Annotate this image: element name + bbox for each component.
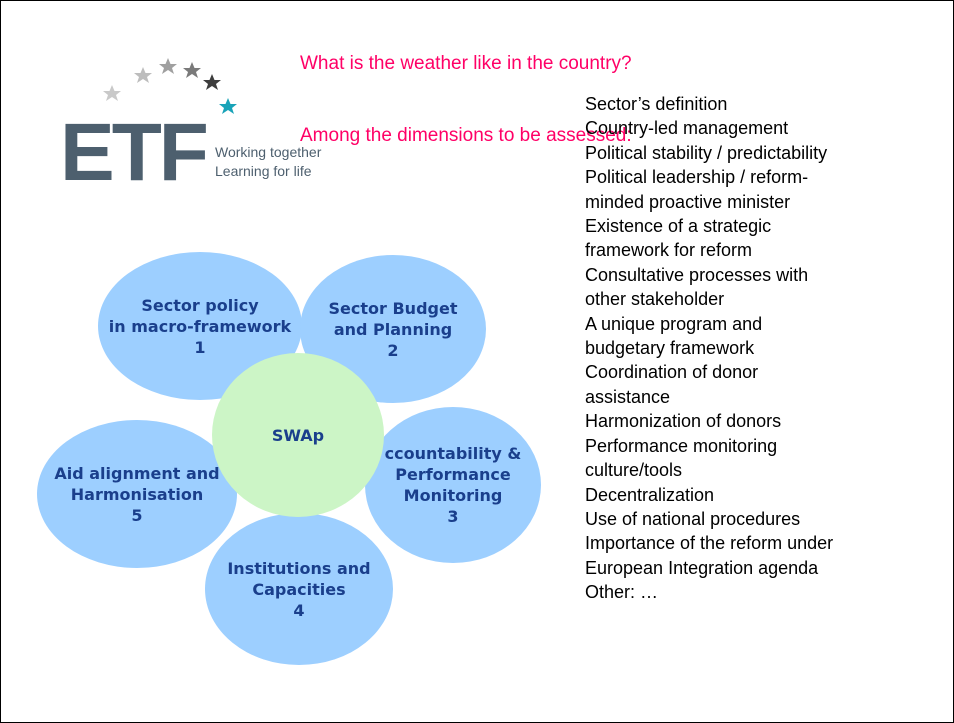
petal-label: Aid alignment and Harmonisation 5	[54, 463, 220, 525]
petal-label: Sector policy in macro-framework 1	[108, 295, 292, 357]
petal-label: Institutions and Capacities 4	[227, 558, 371, 620]
petal-aid-alignment: Aid alignment and Harmonisation 5	[37, 420, 237, 568]
dimension-item: Performance monitoring	[585, 435, 778, 456]
dimension-item: European Integration agenda	[585, 557, 819, 578]
stars-icon	[103, 58, 237, 114]
tagline-line-1: Working together	[215, 144, 322, 160]
star-icon	[183, 62, 201, 78]
heading-line-2: Among the dimensions to be assessed:	[300, 125, 632, 146]
star-icon	[134, 67, 152, 83]
dimension-item: minded proactive minister	[585, 191, 791, 212]
swap-center-label: SWAp	[271, 425, 325, 445]
dimension-item: Other: …	[585, 582, 659, 603]
dimension-item: Importance of the reform under	[585, 533, 834, 554]
dimension-item: Political stability / predictability	[585, 142, 828, 163]
star-icon	[203, 74, 221, 90]
etf-logo: ETF Working together Learning for life	[60, 50, 380, 194]
dimension-item: other stakeholder	[585, 289, 725, 310]
logo-tagline: Working together Learning for life	[215, 143, 321, 181]
petal-label: ccountability & Performance Monitoring 3	[384, 444, 522, 526]
dimension-item: Harmonization of donors	[585, 411, 782, 432]
dimension-item: framework for reform	[585, 240, 753, 261]
dimension-item: Use of national procedures	[585, 508, 801, 529]
petal-institutions: Institutions and Capacities 4	[205, 513, 393, 665]
dimension-item: Sector’s definition	[585, 94, 728, 114]
petal-accountability: ccountability & Performance Monitoring 3	[365, 407, 541, 563]
dimension-item: Consultative processes with	[585, 264, 809, 285]
dimension-item: Decentralization	[585, 484, 715, 505]
logo-wordmark: ETF	[60, 107, 209, 198]
star-icon	[103, 85, 121, 101]
dimension-item: Coordination of donor	[585, 362, 759, 383]
heading-line-1: What is the weather like in the country?	[300, 53, 632, 74]
tagline-line-2: Learning for life	[215, 163, 312, 179]
dimension-item: budgetary framework	[585, 338, 755, 359]
dimension-item: culture/tools	[585, 460, 683, 481]
dimension-item: A unique program and	[585, 313, 763, 334]
swap-center: SWAp	[212, 353, 384, 517]
slide-heading: What is the weather like in the country?…	[300, 4, 632, 172]
dimension-item: Political leadership / reform-	[585, 167, 809, 188]
dimension-item: Existence of a strategic	[585, 216, 772, 237]
petal-sector-budget: Sector Budget and Planning 2	[300, 255, 486, 403]
dimension-item: Country-led management	[585, 118, 789, 139]
star-icon	[159, 58, 177, 74]
star-icon	[219, 98, 237, 114]
dimension-item: assistance	[585, 386, 671, 407]
petal-label: Sector Budget and Planning 2	[328, 298, 458, 360]
